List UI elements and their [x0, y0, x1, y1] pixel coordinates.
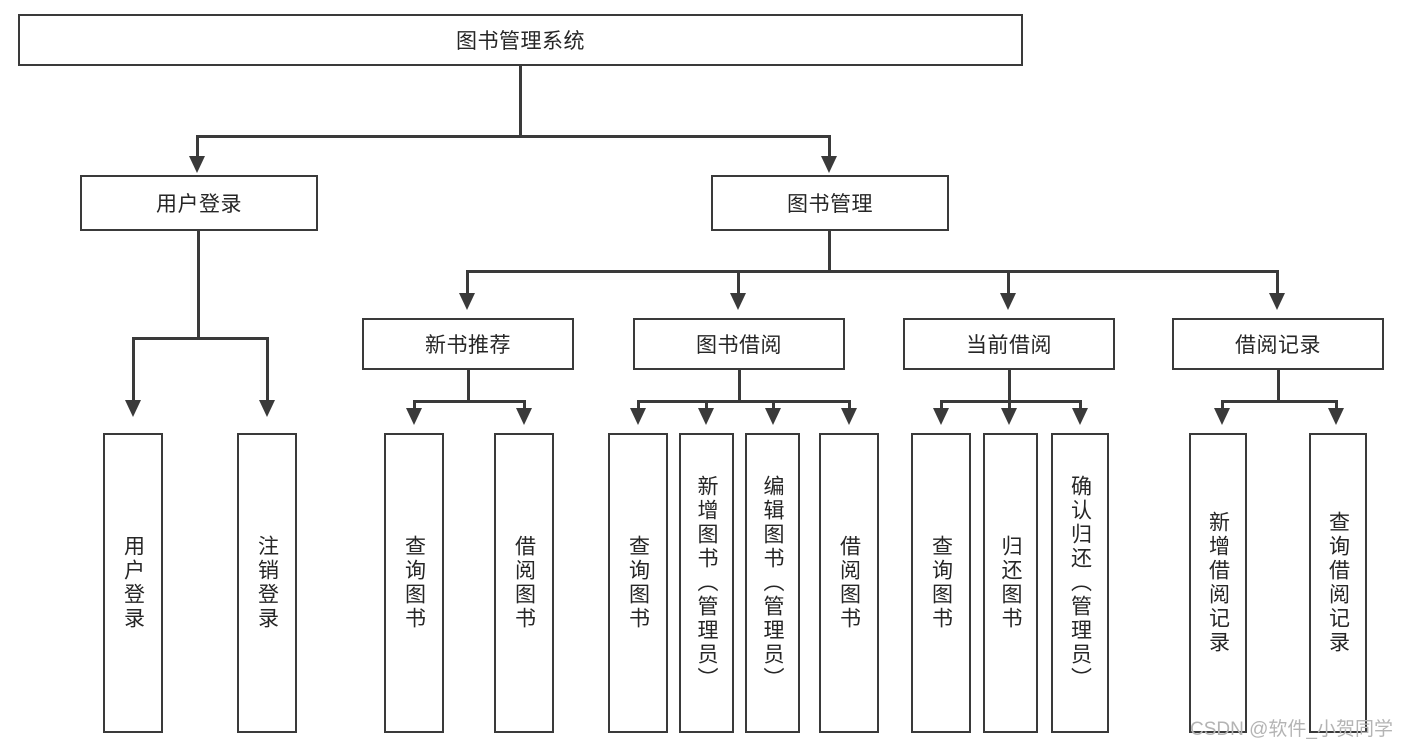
- connector-root-bar: [196, 135, 831, 138]
- node-label: 新增图书（管理员）: [695, 475, 718, 691]
- node-borrow-record[interactable]: 借阅记录: [1172, 318, 1384, 370]
- connector-br-drop-1: [1221, 400, 1224, 412]
- connector-root-drop-right: [828, 135, 831, 160]
- connector-nbr-drop-2: [523, 400, 526, 412]
- arrow-to-leaf-query-book-bb: [630, 408, 646, 425]
- arrow-to-leaf-borrow-book-bb: [841, 408, 857, 425]
- leaf-add-borrow-record[interactable]: 新增借阅记录: [1189, 433, 1247, 733]
- node-label: 借阅图书: [512, 535, 536, 631]
- node-label: 新书推荐: [425, 334, 511, 357]
- node-book-borrow[interactable]: 图书借阅: [633, 318, 845, 370]
- node-label: 借阅图书: [837, 535, 861, 631]
- node-label: 图书管理: [787, 193, 873, 216]
- connector-cb-drop-1: [940, 400, 943, 412]
- node-label: 借阅记录: [1235, 334, 1321, 357]
- arrow-to-leaf-query-book-nbr: [406, 408, 422, 425]
- connector-cb-drop-3: [1079, 400, 1082, 412]
- arrow-to-leaf-confirm-return: [1072, 408, 1088, 425]
- connector-root-drop-left: [196, 135, 199, 160]
- connector-user-login-stem: [197, 231, 200, 339]
- leaf-borrow-book-borrow[interactable]: 借阅图书: [819, 433, 879, 733]
- arrow-to-leaf-add-book: [698, 408, 714, 425]
- arrow-to-borrow-record: [1269, 293, 1285, 310]
- arrow-to-leaf-edit-book: [765, 408, 781, 425]
- arrow-to-leaf-borrow-book-nbr: [516, 408, 532, 425]
- connector-nbr-drop-1: [413, 400, 416, 412]
- leaf-edit-book-admin[interactable]: 编辑图书（管理员）: [745, 433, 800, 733]
- node-label: 查询图书: [929, 535, 953, 631]
- node-label: 新增借阅记录: [1206, 511, 1230, 655]
- node-user-login[interactable]: 用户登录: [80, 175, 318, 231]
- connector-br-bar: [1221, 400, 1338, 403]
- arrow-to-leaf-query-borrow-record: [1328, 408, 1344, 425]
- connector-root-stem: [519, 66, 522, 137]
- connector-br-drop-2: [1335, 400, 1338, 412]
- node-new-book-recommend[interactable]: 新书推荐: [362, 318, 574, 370]
- connector-nbr-stem: [467, 370, 470, 403]
- node-label: 查询借阅记录: [1326, 511, 1350, 655]
- node-label: 当前借阅: [966, 334, 1052, 357]
- csdn-watermark: CSDN @软件_小贺同学: [1190, 719, 1393, 740]
- leaf-return-book[interactable]: 归还图书: [983, 433, 1038, 733]
- arrow-to-book-borrow: [730, 293, 746, 310]
- connector-cb-bar: [940, 400, 1082, 403]
- node-label: 查询图书: [626, 535, 650, 631]
- connector-cb-stem: [1008, 370, 1011, 403]
- arrow-to-current-borrow: [1000, 293, 1016, 310]
- leaf-borrow-book-new-recommend[interactable]: 借阅图书: [494, 433, 554, 733]
- node-label: 图书管理系统: [456, 30, 585, 53]
- node-label: 查询图书: [402, 535, 426, 631]
- node-label: 用户登录: [121, 535, 145, 631]
- leaf-confirm-return-admin[interactable]: 确认归还（管理员）: [1051, 433, 1109, 733]
- connector-bm-drop-1: [466, 270, 469, 297]
- connector-bb-drop-1: [637, 400, 640, 412]
- connector-bb-drop-3: [772, 400, 775, 412]
- leaf-query-book-current[interactable]: 查询图书: [911, 433, 971, 733]
- node-label: 注销登录: [255, 535, 279, 631]
- node-current-borrow[interactable]: 当前借阅: [903, 318, 1115, 370]
- node-book-management[interactable]: 图书管理: [711, 175, 949, 231]
- leaf-query-borrow-record[interactable]: 查询借阅记录: [1309, 433, 1367, 733]
- connector-bb-stem: [738, 370, 741, 403]
- arrow-to-leaf-user-login: [125, 400, 141, 417]
- leaf-logout[interactable]: 注销登录: [237, 433, 297, 733]
- connector-nbr-bar: [413, 400, 526, 403]
- connector-cb-drop-2: [1008, 400, 1011, 412]
- connector-bm-drop-4: [1276, 270, 1279, 297]
- node-root-book-management-system[interactable]: 图书管理系统: [18, 14, 1023, 66]
- arrow-to-leaf-logout: [259, 400, 275, 417]
- arrow-to-user-login: [189, 156, 205, 173]
- arrow-to-new-book-recommend: [459, 293, 475, 310]
- connector-user-login-drop-1: [132, 337, 135, 403]
- connector-bb-drop-4: [848, 400, 851, 412]
- connector-bb-drop-2: [705, 400, 708, 412]
- connector-book-management-bar: [466, 270, 1279, 273]
- node-label: 归还图书: [999, 535, 1022, 631]
- node-label: 编辑图书（管理员）: [761, 475, 784, 691]
- connector-bb-bar: [637, 400, 851, 403]
- leaf-add-book-admin[interactable]: 新增图书（管理员）: [679, 433, 734, 733]
- connector-user-login-drop-2: [266, 337, 269, 403]
- connector-br-stem: [1277, 370, 1280, 403]
- node-label: 用户登录: [156, 193, 242, 216]
- arrow-to-leaf-return-book: [1001, 408, 1017, 425]
- arrow-to-book-management: [821, 156, 837, 173]
- connector-bm-drop-2: [737, 270, 740, 297]
- connector-bm-drop-3: [1007, 270, 1010, 297]
- leaf-user-login[interactable]: 用户登录: [103, 433, 163, 733]
- node-label: 确认归还（管理员）: [1068, 475, 1092, 691]
- leaf-query-book-borrow[interactable]: 查询图书: [608, 433, 668, 733]
- leaf-query-book-new-recommend[interactable]: 查询图书: [384, 433, 444, 733]
- arrow-to-leaf-add-borrow-record: [1214, 408, 1230, 425]
- connector-book-management-stem: [828, 231, 831, 273]
- node-label: 图书借阅: [696, 334, 782, 357]
- arrow-to-leaf-query-book-cb: [933, 408, 949, 425]
- connector-user-login-bar: [132, 337, 269, 340]
